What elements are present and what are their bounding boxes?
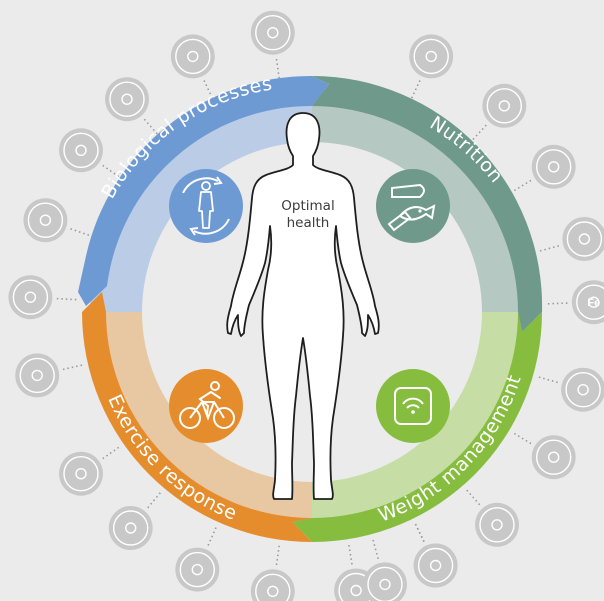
nutrition-arrow-band — [312, 75, 543, 332]
dotted-connector — [538, 376, 561, 384]
plate-cutlery-icon — [561, 367, 604, 412]
tongue-icon — [363, 562, 407, 601]
exercise-inner-band — [90, 312, 312, 534]
weight-arrow-band — [292, 312, 542, 542]
outer-icon-ring: Fe — [8, 10, 604, 601]
dotted-connector — [60, 364, 83, 371]
target-rings-icon — [8, 275, 53, 320]
muscle-fiber-icon — [175, 547, 220, 592]
dotted-connector — [54, 297, 77, 301]
expand-arrows-icon — [23, 198, 68, 243]
nutrition-inner-band — [312, 90, 534, 312]
dotted-connector — [275, 56, 280, 79]
face-icon — [413, 543, 458, 588]
dna-spiral-icon — [170, 34, 215, 79]
dotted-connector — [539, 244, 562, 252]
food-group-icon — [376, 169, 450, 243]
dotted-connector — [142, 116, 158, 135]
dotted-connector — [100, 446, 120, 461]
fish-vegetable-icon — [531, 144, 576, 189]
human-figure — [226, 112, 380, 500]
knee-joint-icon — [15, 353, 60, 398]
dotted-connector — [466, 489, 482, 508]
sun-vitamin-d-icon — [562, 217, 604, 261]
water-drop-icon — [250, 10, 295, 55]
dotted-connector — [275, 545, 280, 568]
dotted-connector — [513, 178, 534, 192]
dotted-connector — [348, 544, 354, 567]
center-label-line1: Optimal — [281, 198, 334, 214]
running-fitness-icon — [59, 451, 103, 496]
legumes-icon — [409, 34, 454, 79]
lungs-icon — [250, 569, 295, 601]
dotted-connector — [145, 492, 161, 511]
weighing-scale-icon — [376, 369, 450, 443]
center-label-line2: health — [287, 215, 330, 231]
biological-arrow-band — [78, 75, 329, 306]
iron-symbol-text: Fe — [587, 297, 600, 309]
human-body-cycle-icon — [169, 169, 243, 243]
dotted-connector — [67, 227, 90, 236]
dotted-connector — [547, 302, 570, 305]
iron-fe-icon: Fe — [571, 280, 604, 325]
exercise-arrow-band — [82, 292, 312, 542]
cell-icon — [59, 128, 103, 173]
molecule-icon — [105, 77, 149, 122]
dotted-connector — [202, 77, 214, 99]
dotted-connector — [100, 163, 120, 178]
dotted-connector — [410, 77, 422, 99]
human-body-icon — [482, 83, 527, 128]
body-scale-icon — [531, 435, 576, 480]
dotted-connector — [513, 432, 534, 446]
dotted-connector — [206, 527, 217, 549]
dotted-connector — [372, 539, 380, 562]
biological-inner-band — [90, 90, 312, 312]
dotted-connector — [414, 523, 426, 545]
muscle-arm-icon — [108, 506, 153, 550]
dotted-connector — [472, 122, 489, 140]
dotted-connectors — [54, 56, 570, 568]
head-gear-icon — [475, 502, 519, 547]
cyclist-icon — [169, 369, 243, 443]
weight-inner-band — [312, 312, 534, 534]
